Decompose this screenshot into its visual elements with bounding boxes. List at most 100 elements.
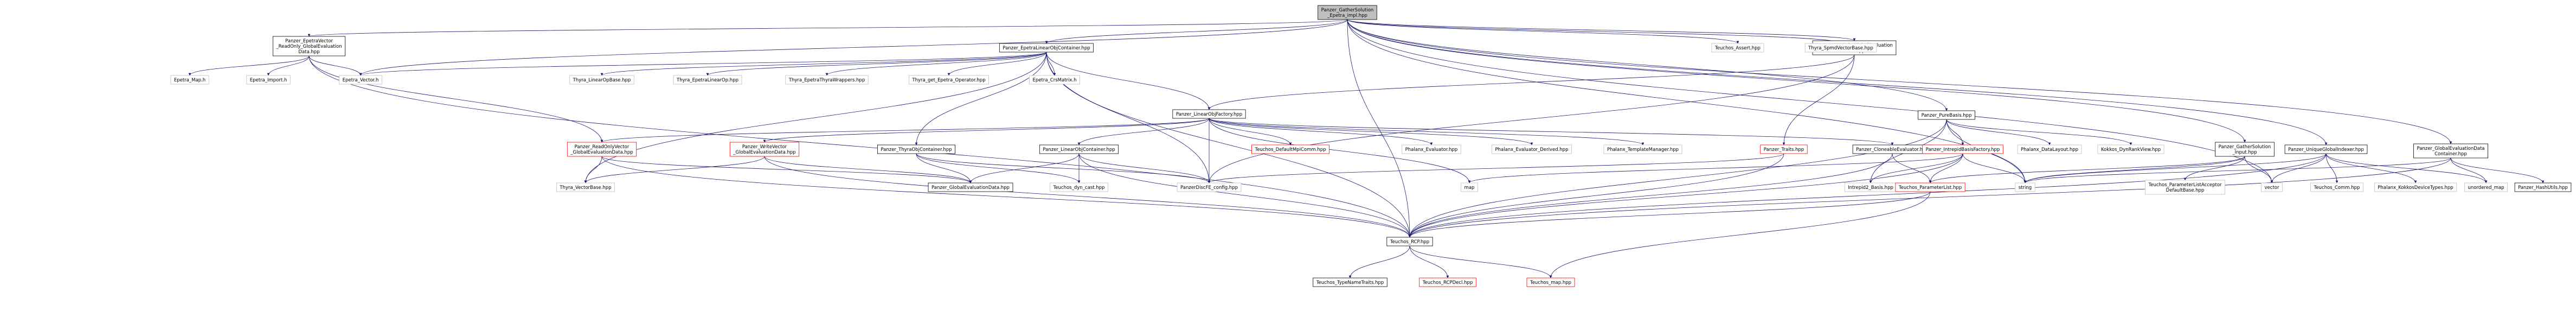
- node-label: Teuchos_RCP.hpp: [1390, 239, 1429, 245]
- edge-thyra-loc-to-ged: [916, 153, 972, 183]
- graph-node-traits[interactable]: Panzer_Traits.hpp: [1760, 144, 1808, 154]
- graph-node-lof[interactable]: Panzer_LinearObjFactory.hpp: [1172, 109, 1246, 119]
- graph-node-teuchos-rcpdecl[interactable]: Teuchos_RCPDecl.hpp: [1419, 277, 1476, 287]
- edge-traits-to-fe-config: [1207, 153, 1784, 183]
- node-box: [1050, 182, 1108, 192]
- graph-node-cloneable[interactable]: Panzer_CloneableEvaluator.hpp: [1852, 144, 1932, 154]
- edge-teuchos-pl-to-teuchos-map: [1549, 191, 1931, 278]
- node-box: [1492, 144, 1572, 154]
- graph-node-unique-gi[interactable]: Panzer_UniqueGlobalIndexer.hpp: [2284, 144, 2368, 154]
- node-label: vector: [2265, 185, 2279, 191]
- graph-node-teuchos-map[interactable]: Teuchos_map.hpp: [1526, 277, 1575, 287]
- edge-epetra-loc-to-thyra-vb: [584, 52, 1047, 183]
- graph-node-vector[interactable]: vector: [2261, 182, 2283, 192]
- edge-unique-gi-to-string: [2023, 153, 2327, 183]
- node-box: [2514, 182, 2572, 192]
- graph-node-phalanx-tm[interactable]: Phalanx_TemplateManager.hpp: [1603, 144, 1682, 154]
- graph-node-string[interactable]: string: [2015, 182, 2035, 192]
- graph-node-map[interactable]: map: [1461, 182, 1478, 192]
- edge-wo-ged-to-ged: [764, 156, 972, 183]
- graph-node-epetra-vector[interactable]: Epetra_Vector.h: [339, 75, 382, 85]
- graph-node-thyra-vb[interactable]: Thyra_VectorBase.hpp: [556, 182, 615, 192]
- graph-node-linobjcont[interactable]: Panzer_LinearObjContainer.hpp: [1039, 144, 1119, 154]
- node-box: [1603, 144, 1682, 154]
- edge-gather-input-to-string: [2023, 156, 2245, 183]
- edge-epetra-loc-to-thyra-loc: [915, 52, 1047, 145]
- graph-node-teuchos-comm[interactable]: Teuchos_Comm.hpp: [2310, 182, 2363, 192]
- graph-node-phalanx-kdt[interactable]: Phalanx_KokkosDeviceTypes.hpp: [2374, 182, 2457, 192]
- graph-node-phalanx-dl[interactable]: Phalanx_DataLayout.hpp: [2017, 144, 2082, 154]
- node-box: [1251, 144, 1329, 154]
- node-label: Teuchos_dyn_cast.hpp: [1053, 185, 1105, 191]
- graph-node-teuchos-pla[interactable]: Teuchos_ParameterListAcceptorDefaultBase…: [2145, 180, 2225, 195]
- graph-node-epetra-map[interactable]: Epetra_Map.h: [170, 75, 209, 85]
- node-box: [339, 75, 382, 85]
- node-box: [2261, 182, 2283, 192]
- graph-node-thyra-loc[interactable]: Panzer_ThyraObjContainer.hpp: [877, 144, 955, 154]
- graph-node-intrepid2-basis[interactable]: Intrepid2_Basis.hpp: [1844, 182, 1897, 192]
- graph-node-teuchos-dmc[interactable]: Teuchos_DefaultMpiComm.hpp: [1251, 144, 1329, 154]
- graph-node-wo-ged[interactable]: Panzer_WriteVector_GlobalEvaluationData.…: [729, 142, 800, 157]
- graph-node-thyra-geo[interactable]: Thyra_get_Epetra_Operator.hpp: [908, 75, 990, 85]
- edge-root-to-ged-container: [1347, 19, 2452, 144]
- node-box: [729, 142, 800, 157]
- graph-node-ro-ged[interactable]: Panzer_ReadOnlyVector_GlobalEvaluationDa…: [567, 142, 637, 157]
- node-label: Epetra_CrsMatrix.h: [1033, 78, 1077, 83]
- graph-node-gather-input[interactable]: Panzer_GatherSolution_Input.hpp: [2215, 142, 2275, 157]
- graph-node-epetra-crs[interactable]: Epetra_CrsMatrix.h: [1029, 75, 1080, 85]
- node-label: Thyra_EpetraThyraWrappers.hpp: [788, 78, 865, 83]
- edge-loc-ped-to-traits: [1782, 54, 1855, 145]
- graph-node-kokkos-drv[interactable]: Kokkos_DynRankView.hpp: [2097, 144, 2164, 154]
- edge-ro-ged-to-teuchos-rcp: [601, 156, 1411, 238]
- edge-epetra-loc-to-teuchos-rcp: [1046, 52, 1411, 238]
- graph-node-fe-config[interactable]: PanzerDiscFE_config.hpp: [1177, 182, 1242, 192]
- node-label: Panzer_CloneableEvaluator.hpp: [1856, 147, 1929, 153]
- node-label: Teuchos_ParameterList.hpp: [1898, 185, 1962, 191]
- graph-node-intrepid-bf[interactable]: Panzer_IntrepidBasisFactory.hpp: [1922, 144, 2003, 154]
- node-box: [1318, 5, 1377, 20]
- graph-node-thyra-lopb[interactable]: Thyra_LinearOpBase.hpp: [569, 75, 634, 85]
- graph-node-teuchos-dc[interactable]: Teuchos_dyn_cast.hpp: [1050, 182, 1108, 192]
- edge-root-to-pure-basis: [1347, 19, 1948, 111]
- node-box: [2017, 144, 2082, 154]
- graph-node-pure-basis[interactable]: Panzer_PureBasis.hpp: [1918, 110, 1975, 120]
- node-label: _GlobalEvaluationData.hpp: [570, 150, 633, 155]
- node-label: Panzer_GlobalEvaluationData: [2417, 146, 2484, 151]
- edge-ged-container-to-unordered-map: [2450, 157, 2488, 183]
- edge-lof-to-cloneable: [1209, 118, 1894, 145]
- graph-node-root[interactable]: Panzer_GatherSolution_Epetra_impl.hpp: [1318, 5, 1377, 20]
- graph-node-thyra-elo[interactable]: Thyra_EpetraLinearOp.hpp: [673, 75, 742, 85]
- graph-node-ged[interactable]: Panzer_GlobalEvaluationData.hpp: [928, 182, 1013, 192]
- edge-intrepid-bf-to-map: [1468, 153, 1963, 183]
- node-label: Teuchos_RCPDecl.hpp: [1422, 280, 1473, 286]
- graph-node-epetra-import[interactable]: Epetra_Import.h: [246, 75, 291, 85]
- node-box: [2284, 144, 2368, 154]
- node-label: Phalanx_Evaluator.hpp: [1405, 147, 1458, 153]
- graph-node-hashutils[interactable]: Panzer_HashUtils.hpp: [2514, 182, 2572, 192]
- graph-node-teuchos-rcp[interactable]: Teuchos_RCP.hpp: [1386, 237, 1433, 246]
- graph-node-thyra-spmd[interactable]: Thyra_SpmdVectorBase.hpp: [1804, 43, 1877, 53]
- node-box: [1419, 277, 1476, 287]
- edge-lof-to-phalanx-eval: [1209, 118, 1433, 145]
- edge-lof-to-ro-ged: [600, 118, 1210, 143]
- graph-node-unordered-map[interactable]: unordered_map: [2464, 182, 2508, 192]
- edge-unique-gi-to-teuchos-rcp: [1408, 153, 2327, 238]
- graph-node-epetra-loc[interactable]: Panzer_EpetraLinearObjContainer.hpp: [999, 43, 1094, 53]
- graph-node-phalanx-ed[interactable]: Phalanx_Evaluator_Derived.hpp: [1492, 144, 1572, 154]
- graph-node-teuchos-pl[interactable]: Teuchos_ParameterList.hpp: [1895, 182, 1965, 192]
- graph-node-phalanx-eval[interactable]: Phalanx_Evaluator.hpp: [1402, 144, 1461, 154]
- edge-gather-input-to-teuchos-pla: [2183, 156, 2245, 181]
- edge-intrepid-bf-to-intrepid2-basis: [1869, 153, 1963, 183]
- edge-epetra-loc-to-epetra-vector: [359, 52, 1047, 76]
- graph-node-thyra-etw[interactable]: Thyra_EpetraThyraWrappers.hpp: [785, 75, 869, 85]
- edge-ro-ged-to-thyra-vb: [584, 156, 602, 183]
- node-label: Panzer_GatherSolution: [2219, 144, 2271, 150]
- graph-node-teuchos-tnt[interactable]: Teuchos_TypeNameTraits.hpp: [1313, 277, 1387, 287]
- node-label: DefaultBase.hpp: [2166, 188, 2205, 193]
- graph-node-epetra-ro[interactable]: Panzer_EpetraVector_ReadOnly_GlobalEvalu…: [272, 36, 346, 56]
- graph-node-teuchos-assert[interactable]: Teuchos_Assert.hpp: [1711, 43, 1764, 53]
- edge-root-to-teuchos-rcp: [1347, 19, 1411, 238]
- edge-epetra-ro-to-ro-ged: [309, 55, 603, 143]
- edge-gather-input-to-teuchos-pl: [1929, 156, 2245, 183]
